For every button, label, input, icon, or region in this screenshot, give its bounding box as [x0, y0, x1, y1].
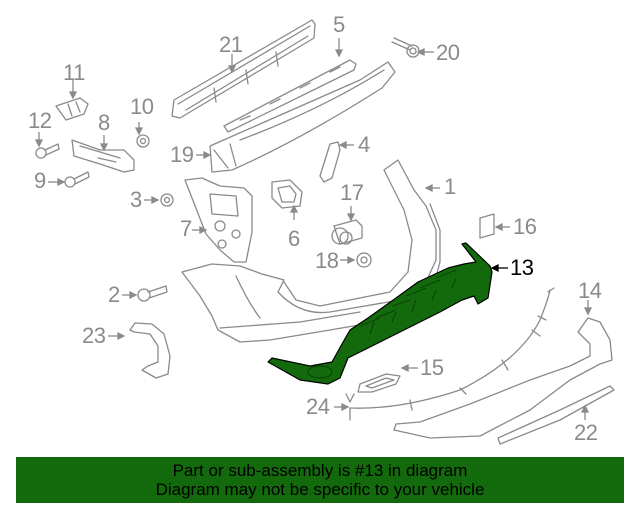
part-11-bracket [55, 97, 89, 121]
part-23-bracket [129, 322, 171, 379]
callout-17[interactable]: 17 [340, 180, 364, 205]
part-17-sensor [331, 219, 363, 245]
callout-5[interactable]: 5 [333, 12, 345, 37]
callout-11[interactable]: 11 [63, 60, 85, 85]
callout-15[interactable]: 15 [420, 355, 444, 380]
callout-2[interactable]: 2 [108, 282, 120, 307]
callout-12[interactable]: 12 [28, 108, 52, 133]
part-3-nut [160, 193, 174, 207]
part-2-pushpin [137, 285, 168, 302]
callout-20[interactable]: 20 [436, 40, 460, 65]
part-14-lower-cover [393, 317, 613, 439]
callout-8[interactable]: 8 [98, 110, 110, 135]
callout-13[interactable]: 13 [510, 255, 534, 280]
callout-14[interactable]: 14 [578, 278, 602, 303]
part-6-bezel [271, 179, 303, 209]
part-21-reinforcement [171, 19, 316, 119]
callout-22[interactable]: 22 [574, 420, 598, 445]
callout-10[interactable]: 10 [130, 94, 154, 119]
callout-19[interactable]: 19 [170, 142, 194, 167]
part-9-screw [64, 171, 90, 188]
part-15-bezel [357, 373, 401, 393]
part-22-strip [497, 385, 615, 445]
part-19-absorber [209, 61, 396, 173]
part-1-bumper-cover [181, 159, 441, 343]
callout-23[interactable]: 23 [82, 323, 106, 348]
callout-9[interactable]: 9 [34, 168, 46, 193]
leader-lines [34, 38, 593, 420]
callout-16[interactable]: 16 [513, 214, 537, 239]
part-12-screw [35, 143, 60, 159]
part-4-bracket [319, 141, 341, 183]
part-5-strip [223, 59, 357, 133]
part-8-bracket [71, 139, 135, 173]
part-18-grommet [356, 252, 372, 268]
callout-7[interactable]: 7 [180, 216, 192, 241]
part-13-diffuser-highlighted [267, 242, 493, 385]
callout-4[interactable]: 4 [358, 132, 370, 157]
callout-1[interactable]: 1 [444, 174, 456, 199]
part-24-harness [345, 287, 555, 421]
callout-6[interactable]: 6 [288, 226, 300, 251]
parts-diagram [34, 19, 615, 445]
info-banner: Part or sub-assembly is #13 in diagram D… [16, 457, 624, 503]
part-10-nut [136, 134, 150, 148]
callout-24[interactable]: 24 [306, 394, 330, 419]
banner-line-part: Part or sub-assembly is #13 in diagram [172, 461, 468, 480]
banner-line-disclaimer: Diagram may not be specific to your vehi… [155, 480, 485, 499]
part-7-bracket [184, 177, 253, 263]
part-20-bolt [391, 37, 420, 58]
leader-line-13 [490, 263, 508, 273]
callout-21[interactable]: 21 [219, 32, 243, 57]
callout-18[interactable]: 18 [315, 248, 339, 273]
part-16-cap [479, 213, 495, 239]
callout-3[interactable]: 3 [130, 187, 142, 212]
